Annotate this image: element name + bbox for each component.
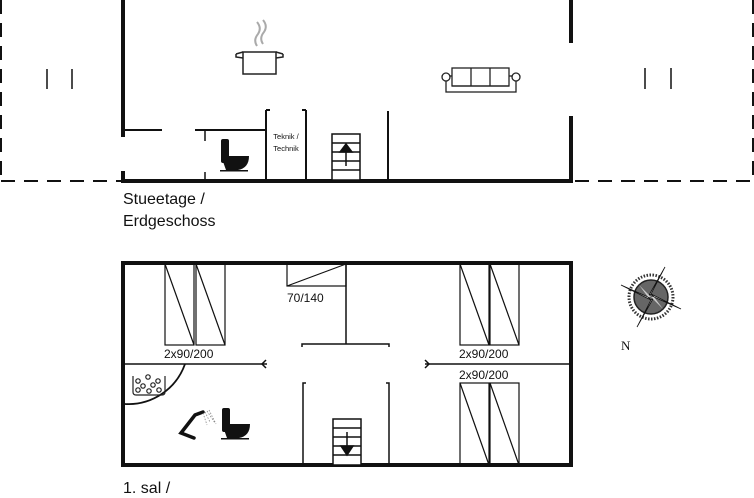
compass-north-label: N — [621, 338, 631, 353]
bathtub-icon — [132, 374, 166, 396]
ground-walls — [121, 0, 573, 183]
first-floor-label: 1. sal / — [123, 480, 171, 497]
technical-room-label-1: Teknik / — [273, 132, 299, 141]
cooking-pot-icon — [235, 19, 284, 75]
toilet-icon — [220, 139, 249, 172]
bed-label-70-140: 70/140 — [287, 291, 324, 305]
first-floor-plan: 70/140 2x90/200 2x90/200 2x90/200 — [121, 261, 573, 497]
stairs-up-icon — [331, 133, 361, 181]
bed-70-140 — [286, 263, 347, 287]
stairs-down-icon — [332, 418, 362, 466]
technical-room-label-2: Technik — [273, 144, 299, 153]
bed-double-right-top — [459, 263, 520, 346]
ground-floor-label-1: Stueetage / — [123, 191, 205, 208]
left-terrace — [0, 0, 122, 182]
bed-double-right-bottom — [459, 382, 520, 466]
bed-label-right-bottom: 2x90/200 — [459, 368, 509, 382]
right-terrace — [575, 0, 754, 182]
shower-icon — [178, 409, 217, 440]
bed-double-left — [164, 263, 226, 346]
bed-label-right-top: 2x90/200 — [459, 347, 509, 361]
ground-floor-plan: Teknik / Technik Stueetage / Erdgeschoss — [0, 0, 754, 230]
sofa-icon — [441, 67, 521, 93]
ground-floor-label-2: Erdgeschoss — [123, 213, 216, 230]
toilet-icon — [221, 408, 250, 440]
bed-label-left: 2x90/200 — [164, 347, 214, 361]
compass-rose-icon — [620, 266, 682, 328]
